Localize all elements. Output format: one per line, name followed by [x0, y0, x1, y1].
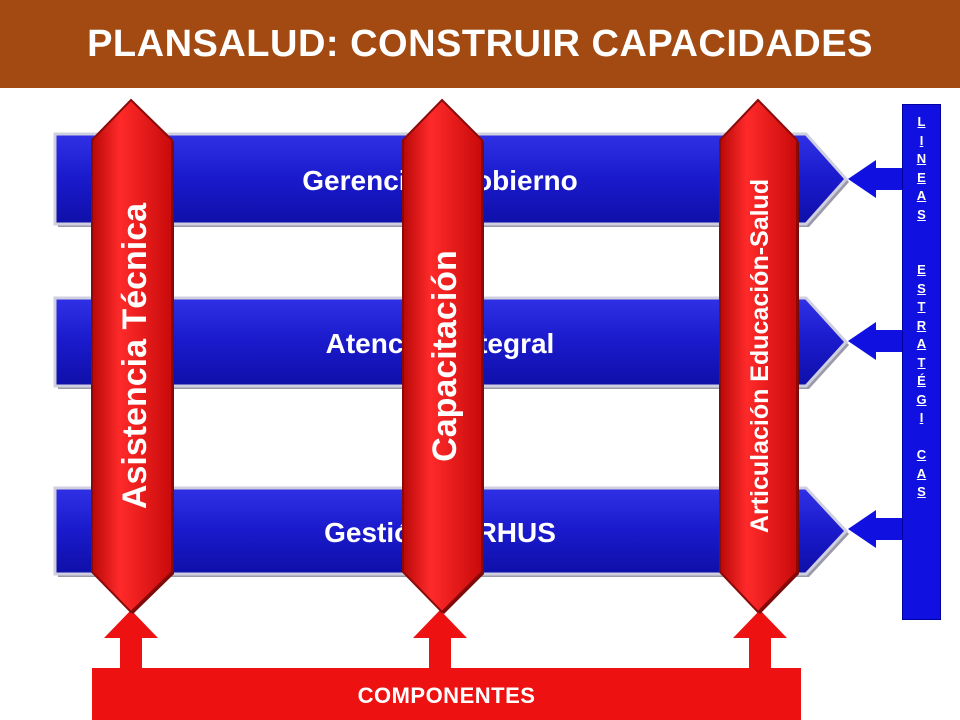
- lineas-estrategicas-label: L I N E A S E S T R A T É G I C A S: [903, 105, 940, 502]
- side-arrow-top: [848, 160, 902, 198]
- side-arrow-middle: [848, 322, 902, 360]
- estrategicas-letter: G: [916, 391, 927, 407]
- pillar-label-articulacion: Articulación Educación-Salud: [746, 179, 774, 533]
- up-arrow-articulacion: [733, 610, 787, 670]
- page-title: PLANSALUD: CONSTRUIR CAPACIDADES: [87, 22, 873, 65]
- estrategicas-letter: E: [917, 262, 926, 277]
- pillar-label-asistencia: Asistencia Técnica: [116, 202, 154, 509]
- up-arrow-asistencia: [104, 610, 158, 670]
- up-arrow-capacitacion: [413, 610, 467, 670]
- estrategicas-letter: C: [916, 447, 927, 462]
- components-label: COMPONENTES: [357, 683, 536, 708]
- estrategicas-letter: T: [917, 299, 926, 314]
- lineas-letter: E: [917, 169, 926, 185]
- estrategicas-letter: A: [916, 465, 927, 481]
- estrategicas-letter: A: [916, 336, 927, 351]
- pillar-articulacion: Articulación Educación-Salud: [719, 98, 799, 614]
- title-banner: PLANSALUD: CONSTRUIR CAPACIDADES: [0, 0, 960, 88]
- side-arrow-bottom: [848, 510, 902, 548]
- pillar-label-capacitacion: Capacitación: [426, 250, 464, 462]
- pillar-asistencia: Asistencia Técnica: [91, 98, 174, 614]
- estrategicas-letter: S: [917, 484, 926, 499]
- estrategicas-letter: S: [917, 280, 926, 296]
- lineas-letter: A: [916, 188, 927, 203]
- estrategicas-letter: É: [917, 373, 926, 388]
- estrategicas-letter: I: [919, 410, 924, 425]
- lineas-letter: L: [917, 114, 926, 129]
- components-bar: COMPONENTES: [92, 668, 801, 720]
- pillar-capacitacion: Capacitación: [402, 98, 484, 614]
- lineas-letter: S: [917, 206, 926, 222]
- lineas-letter: I: [919, 132, 924, 148]
- lineas-estrategicas-bar: L I N E A S E S T R A T É G I C A S: [902, 104, 941, 620]
- estrategicas-letter: T: [917, 354, 926, 370]
- lineas-letter: N: [916, 151, 927, 166]
- estrategicas-letter: R: [916, 317, 927, 333]
